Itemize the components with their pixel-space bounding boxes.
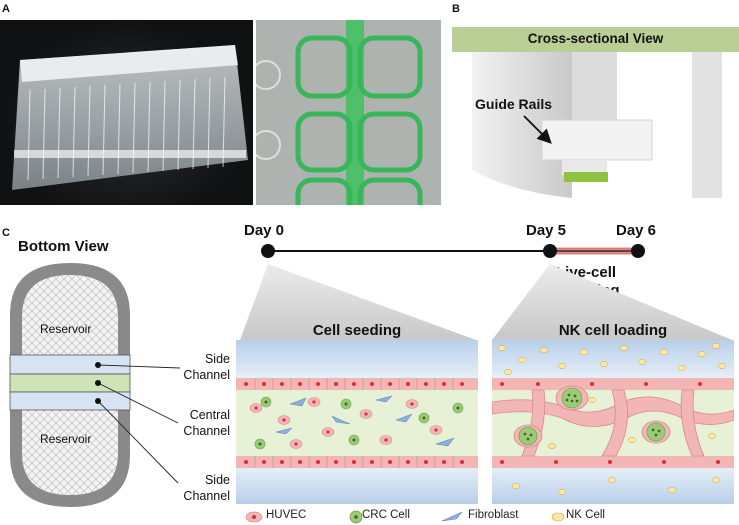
reservoir-top-label: Reservoir: [40, 322, 92, 336]
channel-fluorescence-graphic: [256, 20, 441, 205]
nk-loading-title: NK cell loading: [558, 322, 668, 339]
nk-legend-icon: [551, 512, 565, 522]
side-channel-bottom-label-2: Channel: [183, 489, 230, 503]
day6-label: Day 6: [616, 222, 657, 239]
bottom-view-title: Bottom View: [18, 238, 109, 255]
legend-fibroblast: Fibroblast: [468, 509, 519, 521]
channel-fluorescence-photo: [256, 20, 441, 205]
cross-section-title: Cross-sectional View: [527, 31, 664, 46]
device-tray-graphic: [12, 45, 248, 190]
side-channel-bottom-label-1: Side: [204, 473, 230, 487]
timeline-axis: [261, 244, 645, 258]
legend-nk: NK Cell: [566, 509, 605, 521]
panel-label-a: A: [2, 3, 10, 15]
guide-rails-label: Guide Rails: [475, 96, 553, 112]
side-channel-top-label-2: Channel: [183, 368, 230, 382]
cell-seeding-title: Cell seeding: [312, 322, 402, 339]
guide-rails-arrow: [523, 115, 552, 144]
panel-label-b: B: [452, 3, 460, 15]
cross-section-header: [452, 27, 739, 52]
device-tray-photo: [0, 20, 253, 205]
legend-icons: [245, 510, 565, 524]
bottom-view-diagram: [9, 263, 181, 507]
side-channel-top-label-1: Side: [204, 352, 230, 366]
projection-wedges: [240, 264, 732, 340]
day5-label: Day 5: [526, 222, 567, 239]
cross-section-render: [452, 20, 739, 205]
legend-huvec: HUVEC: [266, 509, 307, 521]
legend-crc: CRC Cell: [362, 509, 410, 521]
fibroblast-legend-icon: [441, 511, 463, 522]
nk-loading-panel: [492, 340, 734, 504]
cell-seeding-panel: [236, 340, 478, 504]
central-channel-label-2: Channel: [183, 424, 230, 438]
panel-label-c: C: [2, 227, 10, 239]
day0-label: Day 0: [244, 222, 285, 239]
crc-legend-icon: [349, 510, 363, 524]
cross-section-graphic: [452, 44, 739, 205]
huvec-legend-icon: [245, 511, 263, 523]
central-channel-label-1: Central: [189, 408, 230, 422]
reservoir-bottom-label: Reservoir: [40, 432, 92, 446]
